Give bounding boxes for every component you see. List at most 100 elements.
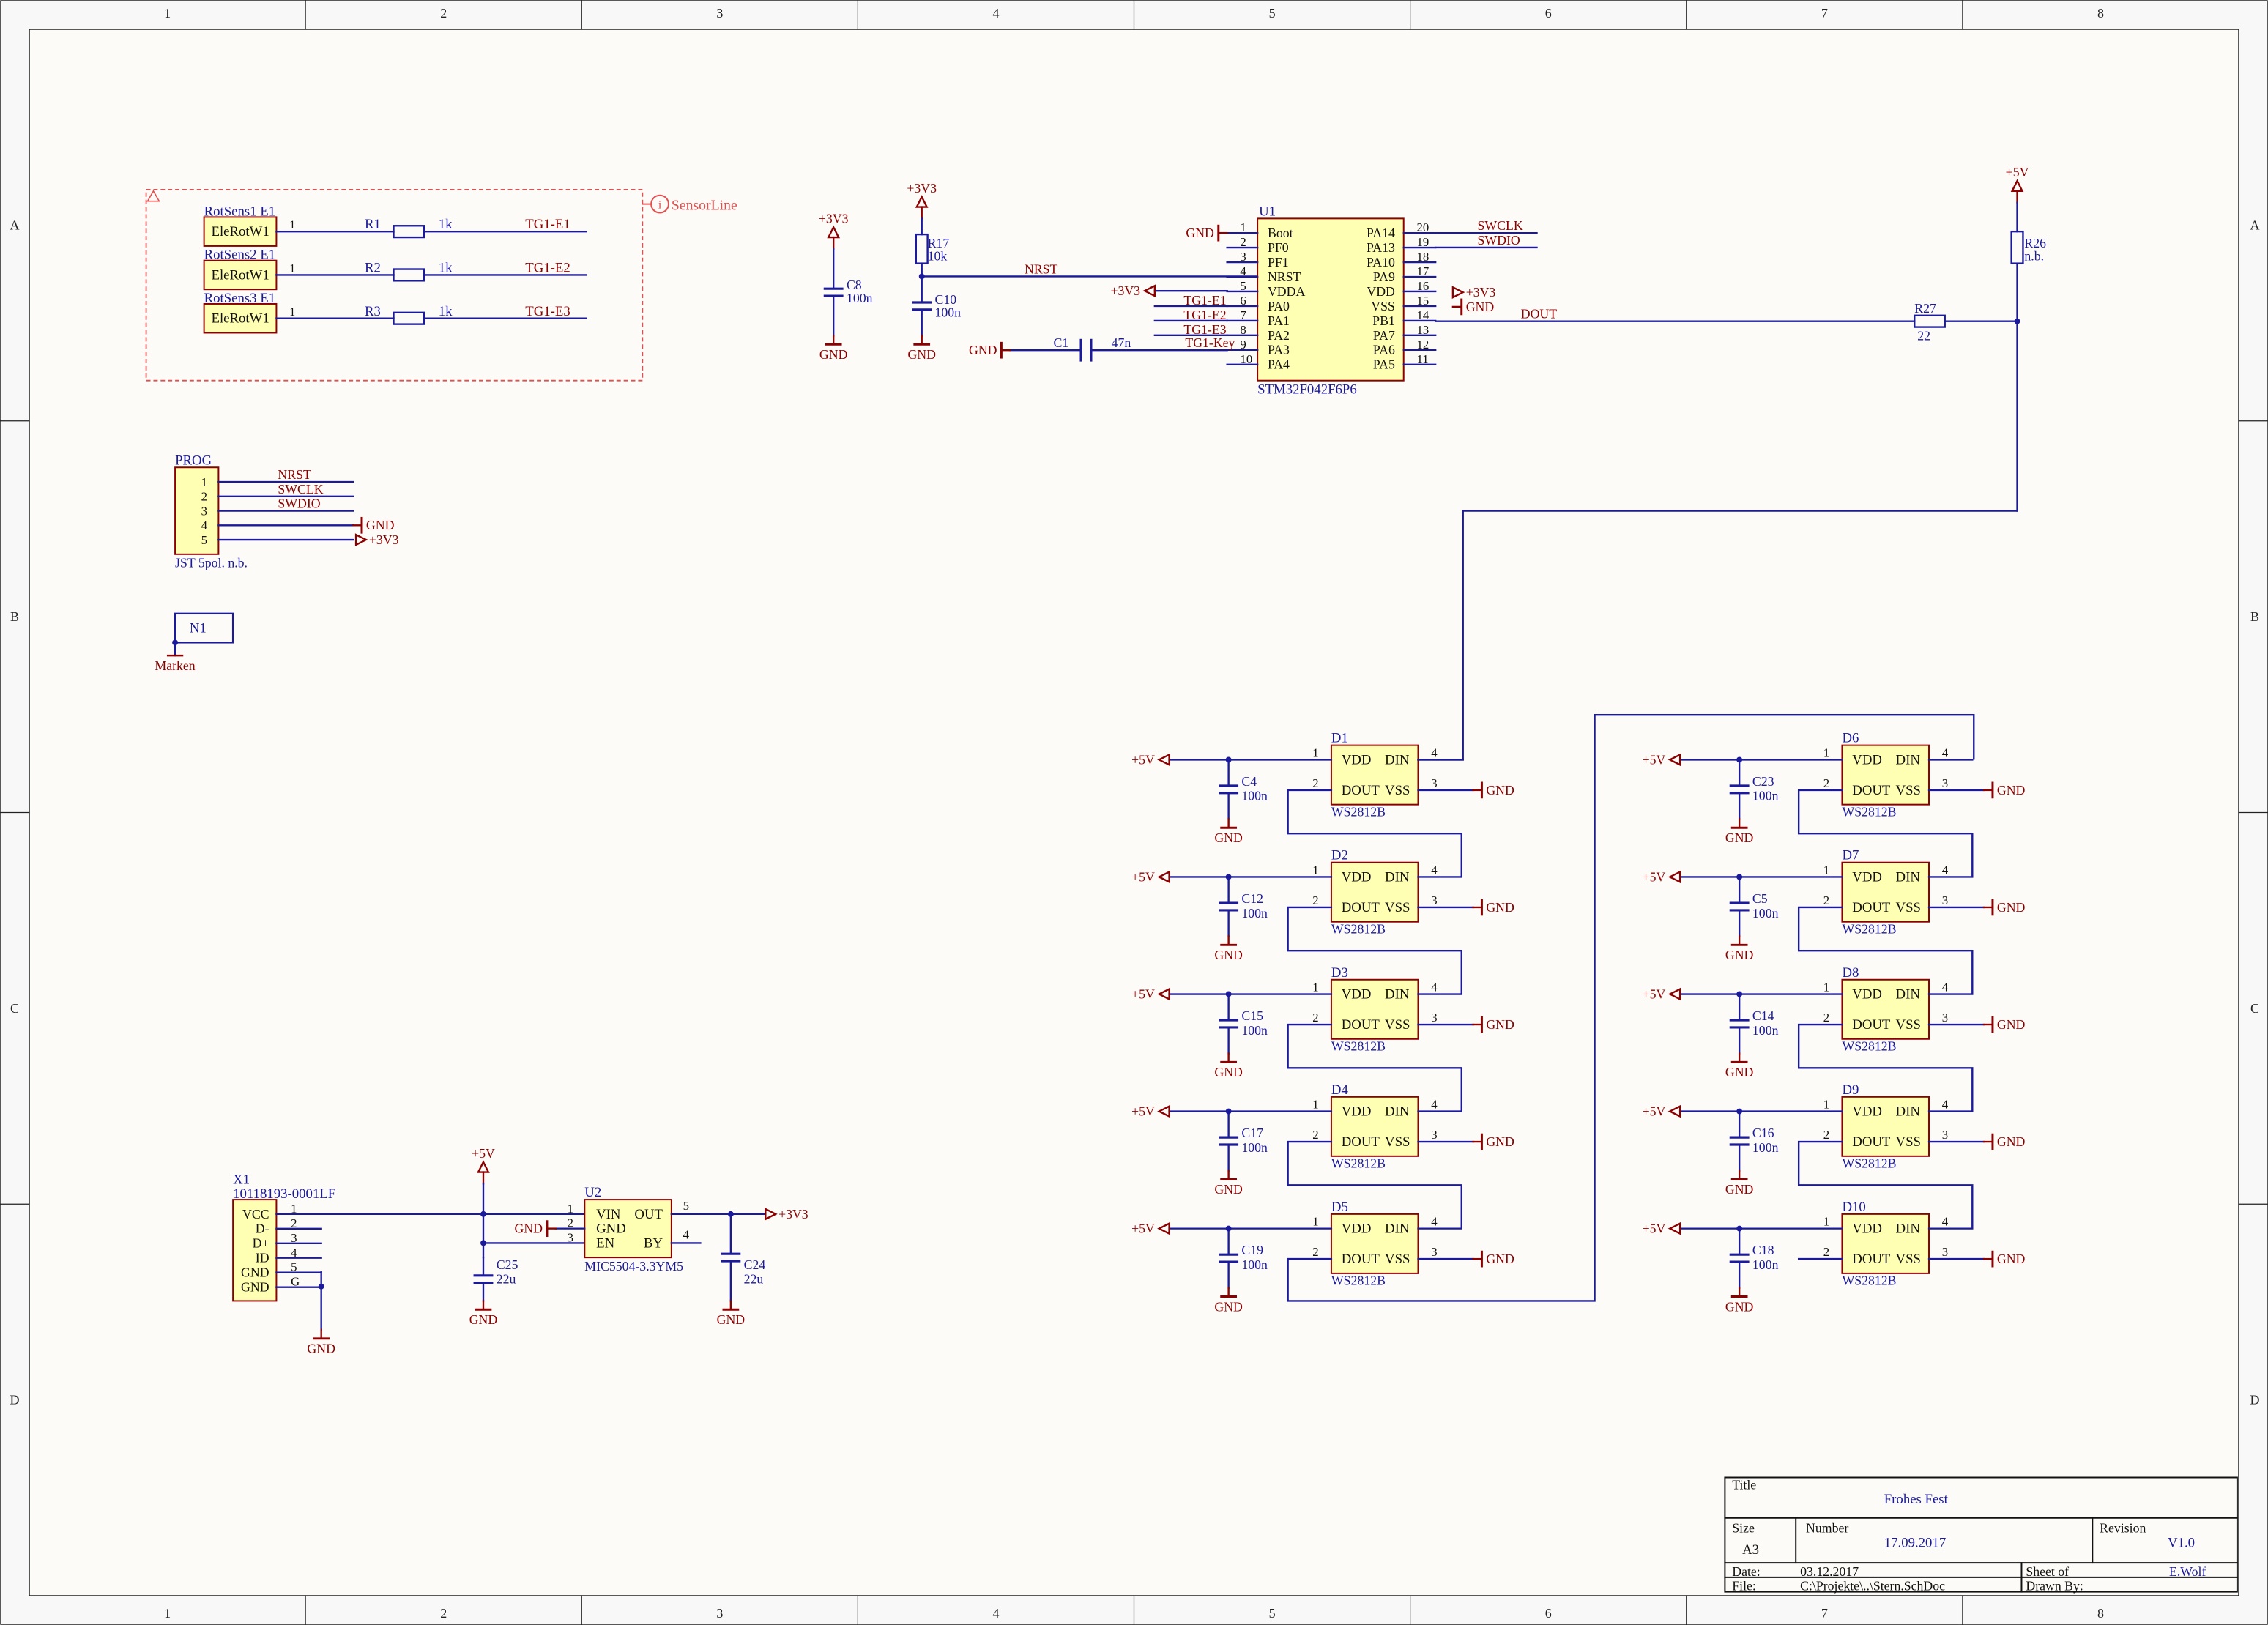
led-body <box>1841 1213 1930 1274</box>
revision-label: Revision <box>2100 1521 2146 1536</box>
power-label: +5V <box>1131 1104 1155 1118</box>
file-value: C:\Projekte\..\Stern.SchDoc <box>1800 1579 1945 1594</box>
pin-number: 2 <box>1823 1011 1829 1025</box>
power-label: +3V3 <box>907 181 937 196</box>
power-port-symbol: +3V3 <box>1110 283 1156 298</box>
title-block-border <box>1724 1476 2238 1593</box>
pin-name: DIN <box>1385 1221 1410 1237</box>
number-label: Number <box>1806 1521 1848 1536</box>
pin-name: VSS <box>1896 1134 1921 1150</box>
led-designator: D6 <box>1842 731 1859 746</box>
cap-value: 100n <box>1752 1140 1779 1155</box>
cap-designator: C8 <box>847 278 862 292</box>
ground-label: GND <box>1486 900 1514 915</box>
net-label: NRST <box>1025 261 1058 276</box>
pin-number: 3 <box>1942 1128 1948 1142</box>
pin-number: 2 <box>1240 235 1246 249</box>
resistor-designator: R1 <box>365 217 381 232</box>
resistor-value: 1k <box>439 260 453 275</box>
cap-designator: C23 <box>1752 774 1774 789</box>
ground-symbol: GND <box>1214 935 1243 962</box>
pin-name: PA6 <box>1373 343 1395 357</box>
pin-number: 4 <box>1431 745 1438 759</box>
sensor-body-label: EleRotW1 <box>211 224 269 239</box>
ground-label: GND <box>1725 948 1754 962</box>
pin-number: 4 <box>1942 1098 1949 1112</box>
ground-symbol: GND <box>1451 298 1494 316</box>
prog-body <box>174 466 220 555</box>
sensor-designator: RotSens3 E1 <box>204 291 275 306</box>
cap-designator: C1 <box>1054 335 1069 350</box>
ground-label: GND <box>469 1312 498 1327</box>
pin-number: 19 <box>1417 235 1429 249</box>
cap-designator: C24 <box>744 1257 766 1272</box>
pin-number: 3 <box>1431 1011 1437 1025</box>
pin-number: 4 <box>1942 1215 1949 1229</box>
ground-symbol: GND <box>1725 1287 1754 1314</box>
pin-name: DIN <box>1896 1104 1921 1119</box>
pin-name: BY <box>644 1235 663 1251</box>
usb-body <box>232 1199 278 1302</box>
power-label: +3V3 <box>819 211 849 226</box>
pin-number: 5 <box>683 1199 689 1213</box>
pin-name: OUT <box>634 1207 663 1222</box>
title-label: Title <box>1732 1477 1756 1492</box>
cap-designator: C14 <box>1752 1008 1774 1023</box>
cap-designator: C25 <box>497 1257 518 1272</box>
pin-number: 4 <box>1240 264 1246 278</box>
revision-value: V1.0 <box>2168 1535 2195 1550</box>
pin-name: Boot <box>1268 226 1293 240</box>
sensor-body <box>203 259 278 291</box>
pin-number: 3 <box>1942 893 1948 907</box>
pin-name: DOUT <box>1852 1134 1891 1150</box>
power-label: +5V <box>1131 1221 1155 1236</box>
sensor-dashed-box <box>145 188 644 382</box>
ground-label: GND <box>969 343 997 357</box>
pin-number: 6 <box>1240 294 1246 308</box>
led-body <box>1841 861 1930 923</box>
pin-name: ID <box>256 1251 269 1265</box>
cap-value: 47n <box>1112 335 1131 350</box>
prog-designator: PROG <box>175 453 212 468</box>
pin-number: 4 <box>1942 981 1949 994</box>
pin-name: DIN <box>1385 869 1410 885</box>
led-part: WS2812B <box>1331 1156 1386 1171</box>
led-designator: D7 <box>1842 848 1859 863</box>
ground-symbol: GND <box>1982 781 2026 799</box>
pin-number: 1 <box>1823 981 1829 994</box>
pin-number: 3 <box>1431 1128 1437 1142</box>
pin-name: VDD <box>1852 1221 1882 1237</box>
resistor-designator: R26 <box>2024 236 2046 250</box>
power-port-symbol: +3V3 <box>907 181 937 220</box>
file-label: File: <box>1732 1579 1756 1594</box>
regulator-body <box>584 1199 672 1259</box>
pin-number: 2 <box>1823 893 1829 907</box>
frame-row-label: C <box>10 1001 19 1016</box>
net-label: DOUT <box>1521 307 1557 321</box>
pin-number: 4 <box>1942 863 1949 877</box>
net-label: SWCLK <box>1477 218 1522 233</box>
pin-number: 12 <box>1417 338 1429 352</box>
usb-designator: X1 <box>233 1172 250 1187</box>
ground-label: GND <box>515 1221 543 1236</box>
pin-number: 20 <box>1417 220 1429 234</box>
frame-column-label: 6 <box>1545 1606 1552 1621</box>
ground-symbol: GND <box>1982 1016 2026 1033</box>
power-port-symbol: +5V <box>1131 986 1170 1001</box>
resistor-value: 1k <box>439 304 453 319</box>
pin-name: VSS <box>1385 783 1410 798</box>
ground-symbol: GND <box>352 516 395 534</box>
pin-name: DOUT <box>1342 783 1380 798</box>
resistor-designator: R3 <box>365 304 381 319</box>
cap-designator: C19 <box>1241 1243 1263 1257</box>
frame-column-label: 7 <box>1821 1606 1828 1621</box>
net-label: TG1-E2 <box>1183 308 1226 322</box>
cap-value: 22u <box>744 1272 764 1287</box>
led-designator: D5 <box>1331 1200 1348 1215</box>
frame-row-label: D <box>10 1393 20 1408</box>
